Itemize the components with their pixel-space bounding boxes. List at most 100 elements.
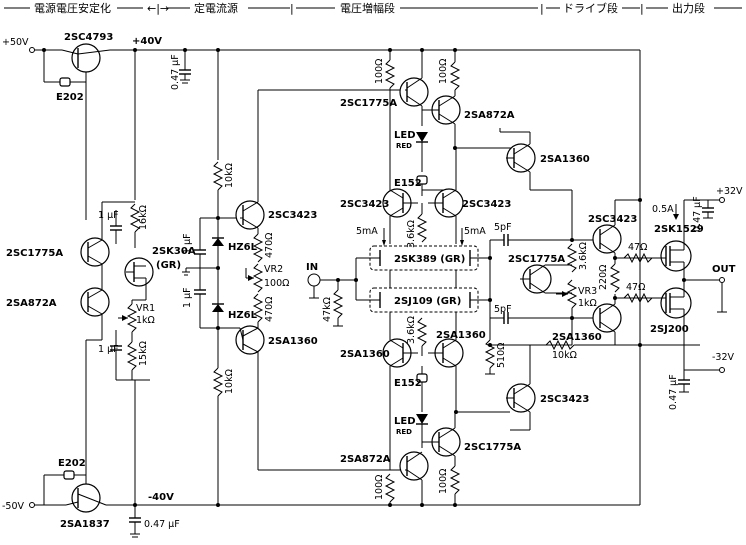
q-2sk389-label: 2SK389 (GR) — [394, 254, 465, 265]
resistor-10k-drv: 10kΩ — [530, 339, 700, 361]
c-047-bot-label: 0.47 μF — [144, 519, 180, 530]
transistor-2sc3423-drv: 2SC3423 — [588, 214, 637, 254]
q-2sc1775a-left-label: 2SC1775A — [6, 248, 63, 259]
transistor-2sc1775a-top: 2SC1775A — [340, 77, 429, 109]
q-2sc3423-bot-label: 2SC3423 — [540, 394, 589, 405]
cap-047-out-top: 0.47 μF — [692, 196, 714, 232]
transistor-2sc3423-tr: 2SC3423 — [428, 188, 511, 218]
section-constant-current: 定電流源 — [194, 1, 238, 15]
transistor-2sa872a-left: 2SA872A — [6, 287, 110, 317]
c-5p-top-label: 5pF — [494, 222, 512, 233]
r-100-b1-label: 100Ω — [374, 475, 385, 500]
transistor-2sc3423-bot: 2SC3423 — [506, 383, 589, 413]
mosfet-2sj200: 2SJ200 — [650, 287, 692, 335]
diode-e202-top: E202 — [56, 77, 86, 103]
minus32-label: -32V — [712, 352, 735, 363]
c-1u-b-label: 1 μF — [98, 344, 119, 355]
vr1-trimmer: VR1 1kΩ — [118, 303, 155, 333]
q-2sa1360-ccs-label: 2SA1360 — [268, 336, 318, 347]
e152-top-label: E152 — [394, 178, 422, 189]
cap-1uf-d: 1 μF — [182, 268, 206, 328]
cap-1uf-a: 1 μF — [98, 210, 122, 244]
cap-1uf-b: 1 μF — [98, 330, 122, 380]
minus50-label: -50V — [2, 501, 25, 512]
resistor-3k6-bot: 3.6kΩ — [406, 316, 428, 356]
i-5ma-left: 5mA — [356, 226, 378, 237]
resistor-47-top: 47Ω — [623, 242, 653, 264]
input-terminal: IN — [306, 262, 321, 287]
transistor-2sa872a-top: 2SA872A — [422, 95, 515, 125]
q-2sc4793-label: 2SC4793 — [64, 32, 113, 43]
vr3-trimmer: VR3 1kΩ — [556, 279, 597, 309]
jfet-pair-2sk389: 2SK389 (GR) — [369, 245, 479, 271]
c-1u-c-label: 1 μF — [182, 233, 193, 254]
q-2sc3423-tl-label: 2SC3423 — [340, 199, 389, 210]
svg-text:|: | — [540, 2, 544, 15]
resistor-3k6-drv: 3.6kΩ — [566, 242, 589, 273]
cap-047-out-bot: 0.47 μF — [668, 370, 690, 410]
q-2sc1775a-top-label: 2SC1775A — [340, 98, 397, 109]
e202-top-label: E202 — [56, 92, 84, 103]
q-2sa1360-top-label: 2SA1360 — [540, 154, 590, 165]
led-top-color: RED — [396, 142, 412, 150]
resistor-47-bot: 47Ω — [623, 282, 653, 304]
led-top: LED RED — [394, 130, 428, 150]
q-2sa872a-top-label: 2SA872A — [464, 110, 515, 121]
vr2-name: VR2 — [264, 264, 283, 275]
svg-text:|: | — [290, 2, 294, 15]
section-output-stage: 出力段 — [672, 1, 705, 15]
resistor-220: 220Ω — [598, 263, 621, 293]
cap-1uf-c: 1 μF — [182, 218, 206, 268]
i-05a-label: 0.5A — [652, 204, 674, 215]
svg-text:|: | — [640, 2, 644, 15]
led-bot-label: LED — [394, 416, 416, 427]
transistor-2sa1360-top: 2SA1360 — [506, 143, 590, 173]
led-top-label: LED — [394, 130, 416, 141]
resistor-100-t1: 100Ω — [374, 59, 396, 89]
q-2sa1360-drv-label: 2SA1360 — [552, 332, 602, 343]
q-2sa872a-bot-label: 2SA872A — [340, 454, 391, 465]
vr2-trimmer: VR2 100Ω — [246, 263, 289, 293]
r-100-t2-label: 100Ω — [438, 59, 449, 84]
resistor-470-bot: 470Ω — [252, 293, 275, 328]
q-2sk30a-grade: (GR) — [156, 260, 181, 271]
transistor-2sa1837: 2SA1837 — [60, 339, 110, 530]
q-2sj109-label: 2SJ109 (GR) — [394, 296, 461, 307]
section-header-bar: 電源電圧安定化 ←|→ 定電流源 | 電圧増幅段 | ドライブ段 | 出力段 — [4, 1, 742, 15]
r-3k6-top-label: 3.6kΩ — [406, 220, 417, 248]
plus50-terminal — [29, 47, 35, 53]
section-voltage-amp: 電圧増幅段 — [340, 1, 395, 15]
plus40-label: +40V — [132, 36, 162, 47]
r-16k-label: 16kΩ — [138, 205, 149, 230]
q-2sc1775a-bot-label: 2SC1775A — [464, 442, 521, 453]
c-047-top-label: 0.47 μF — [170, 54, 181, 90]
plus50-label: +50V — [2, 37, 29, 48]
r-47k-label: 47kΩ — [322, 297, 333, 322]
resistor-10k-top: 10kΩ — [212, 161, 235, 191]
resistor-470-top: 470Ω — [252, 228, 275, 263]
r-10k-bot-label: 10kΩ — [224, 369, 235, 394]
q-2sc3423-tr-label: 2SC3423 — [462, 199, 511, 210]
junction-dots — [42, 48, 642, 507]
q-2sa1360-bl-label: 2SA1360 — [340, 349, 390, 360]
section-drive-stage: ドライブ段 — [563, 1, 618, 15]
output-terminal: OUT — [712, 264, 736, 283]
r-470-top-label: 470Ω — [264, 233, 275, 258]
q-2sj200-label: 2SJ200 — [650, 324, 689, 335]
vr3-value: 1kΩ — [578, 298, 597, 309]
resistor-510: 510Ω — [484, 318, 507, 375]
q-2sa872a-left-label: 2SA872A — [6, 298, 57, 309]
q-2sc3423-ccs-label: 2SC3423 — [268, 210, 317, 221]
c-047-out-bot-label: 0.47 μF — [668, 374, 679, 410]
r-220-label: 220Ω — [598, 265, 609, 290]
vr2-value: 100Ω — [264, 278, 289, 289]
transistor-2sc3423-ccs: 2SC3423 — [235, 200, 317, 230]
transistor-2sc3423-tl: 2SC3423 — [340, 188, 418, 218]
cap-5pf-top: 5pF — [490, 222, 572, 246]
transistor-2sc4793: 2SC4793 — [61, 32, 113, 220]
transistor-2sa1360-br: 2SA1360 — [428, 330, 486, 368]
jfet-pair-2sj109: 2SJ109 (GR) — [369, 287, 479, 313]
r-100-t1-label: 100Ω — [374, 59, 385, 84]
